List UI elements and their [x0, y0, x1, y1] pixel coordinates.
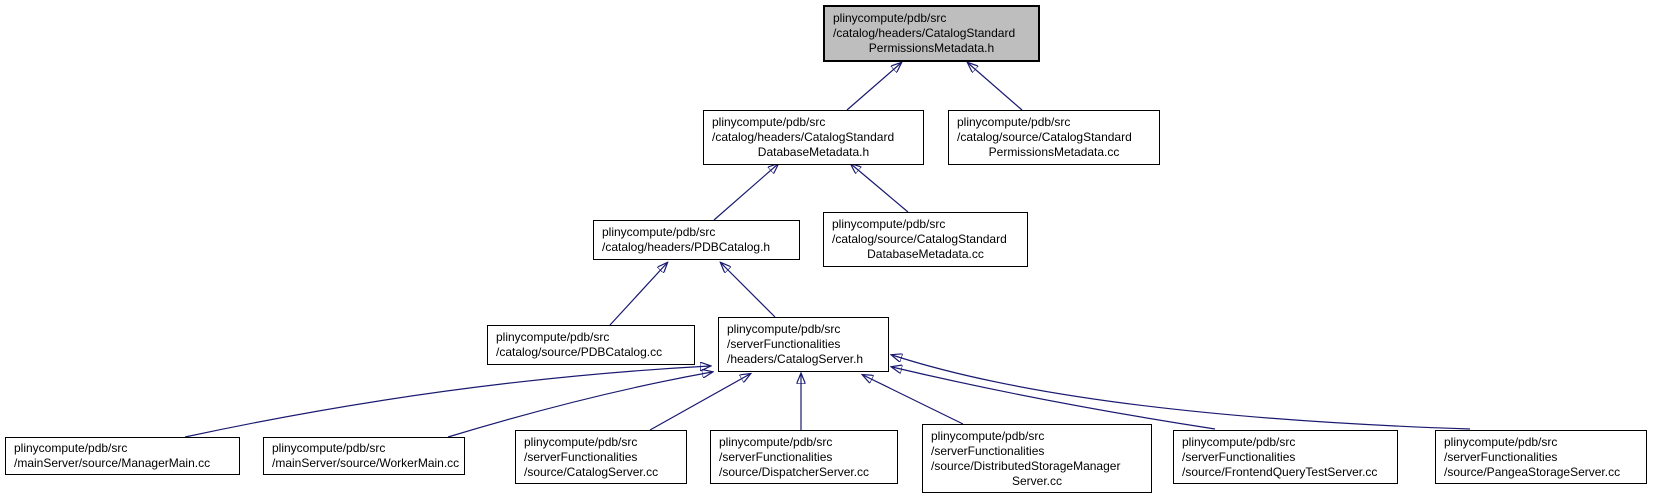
node-distributedstoragemanagerserver-cc[interactable]: plinycompute/pdb/src /serverFunctionalit…: [922, 424, 1152, 493]
node-label-line: Server.cc: [1011, 473, 1062, 488]
node-label-line: /source/DistributedStorageManager: [931, 458, 1121, 473]
edge-catalogserver-h-to-pdbcatalog-h: [721, 263, 776, 318]
node-label-line: /serverFunctionalities: [719, 449, 833, 464]
node-pdbcatalog-cc[interactable]: plinycompute/pdb/src /catalog/source/PDB…: [487, 325, 695, 365]
node-catalog-standard-permissions-metadata-cc[interactable]: plinycompute/pdb/src /catalog/source/Cat…: [948, 110, 1160, 165]
node-label-line: plinycompute/pdb/src: [1182, 434, 1296, 449]
node-label-line: /catalog/source/CatalogStandard: [957, 130, 1132, 144]
node-label-line: /source/CatalogServer.cc: [524, 464, 659, 479]
node-workermain-cc[interactable]: plinycompute/pdb/src /mainServer/source/…: [263, 437, 465, 475]
node-pangeastorageserver-cc[interactable]: plinycompute/pdb/src /serverFunctionalit…: [1435, 430, 1647, 484]
node-label-line: /mainServer/source/WorkerMain.cc: [272, 456, 460, 470]
node-catalogserver-h[interactable]: plinycompute/pdb/src /serverFunctionalit…: [718, 317, 889, 372]
node-label-line: /source/PangeaStorageServer.cc: [1444, 464, 1621, 479]
node-label-line: DatabaseMetadata.h: [757, 145, 870, 159]
node-catalog-standard-permissions-metadata-h: plinycompute/pdb/src /catalog/headers/Ca…: [823, 5, 1040, 62]
node-label-line: plinycompute/pdb/src: [957, 115, 1071, 129]
node-label-line: plinycompute/pdb/src: [496, 330, 610, 344]
node-label-line: /catalog/headers/CatalogStandard: [712, 130, 895, 144]
node-label-line: DatabaseMetadata.cc: [867, 247, 984, 261]
node-catalog-standard-database-metadata-cc[interactable]: plinycompute/pdb/src /catalog/source/Cat…: [823, 212, 1028, 267]
edge-catalogserver-cc-to-catalogserver-h: [649, 374, 750, 431]
edge-dsmserver-cc-to-catalogserver-h: [863, 375, 964, 425]
edge-permissions-cc-to-permissions-h: [968, 63, 1023, 111]
node-label-line: plinycompute/pdb/src: [727, 322, 841, 336]
edge-database-h-to-permissions-h: [846, 63, 901, 111]
node-label-line: plinycompute/pdb/src: [1444, 434, 1558, 449]
node-label-line: plinycompute/pdb/src: [931, 428, 1045, 443]
node-label-line: plinycompute/pdb/src: [602, 225, 716, 239]
node-catalogserver-cc[interactable]: plinycompute/pdb/src /serverFunctionalit…: [515, 430, 687, 484]
node-label-line: plinycompute/pdb/src: [272, 441, 386, 455]
node-label-line: plinycompute/pdb/src: [14, 441, 128, 455]
node-label-line: plinycompute/pdb/src: [712, 115, 826, 129]
node-label-line: plinycompute/pdb/src: [719, 434, 833, 449]
node-label-line: plinycompute/pdb/src: [524, 434, 638, 449]
node-label-line: /serverFunctionalities: [727, 337, 841, 351]
edge-pdbcatalog-cc-to-pdbcatalog-h: [609, 263, 667, 326]
node-dispatcherserver-cc[interactable]: plinycompute/pdb/src /serverFunctionalit…: [710, 430, 898, 484]
node-label-line: /serverFunctionalities: [1444, 449, 1558, 464]
node-catalog-standard-database-metadata-h[interactable]: plinycompute/pdb/src /catalog/headers/Ca…: [703, 110, 924, 165]
edge-pangea-cc-to-catalogserver-h: [892, 355, 1471, 430]
edge-pdbcatalog-h-to-database-h: [713, 164, 778, 221]
node-managermain-cc[interactable]: plinycompute/pdb/src /mainServer/source/…: [5, 437, 240, 475]
edge-managermain-cc-to-catalogserver-h: [184, 366, 710, 438]
node-label-line: /source/FrontendQueryTestServer.cc: [1182, 464, 1378, 479]
node-label-line: PermissionsMetadata.h: [868, 41, 995, 55]
node-label-line: /mainServer/source/ManagerMain.cc: [14, 456, 211, 470]
edge-frontend-cc-to-catalogserver-h: [892, 367, 1216, 430]
node-label-line: /serverFunctionalities: [524, 449, 638, 464]
node-label-line: PermissionsMetadata.cc: [988, 145, 1120, 159]
node-frontendquerytestserver-cc[interactable]: plinycompute/pdb/src /serverFunctionalit…: [1173, 430, 1398, 484]
node-label-line: /catalog/source/PDBCatalog.cc: [496, 345, 663, 359]
node-label-line: /serverFunctionalities: [931, 443, 1045, 458]
node-label-line: /catalog/source/CatalogStandard: [832, 232, 1007, 246]
node-pdbcatalog-h[interactable]: plinycompute/pdb/src /catalog/headers/PD…: [593, 220, 800, 260]
node-label-line: /catalog/headers/CatalogStandard: [833, 26, 1016, 40]
node-label-line: plinycompute/pdb/src: [832, 217, 946, 231]
node-label-line: /catalog/headers/PDBCatalog.h: [602, 240, 771, 254]
node-label-line: /headers/CatalogServer.h: [727, 352, 864, 366]
node-label-line: /serverFunctionalities: [1182, 449, 1296, 464]
edge-database-cc-to-database-h: [851, 164, 909, 213]
node-label-line: plinycompute/pdb/src: [833, 11, 947, 25]
node-label-line: /source/DispatcherServer.cc: [719, 464, 870, 479]
edge-workermain-cc-to-catalogserver-h: [447, 372, 712, 438]
